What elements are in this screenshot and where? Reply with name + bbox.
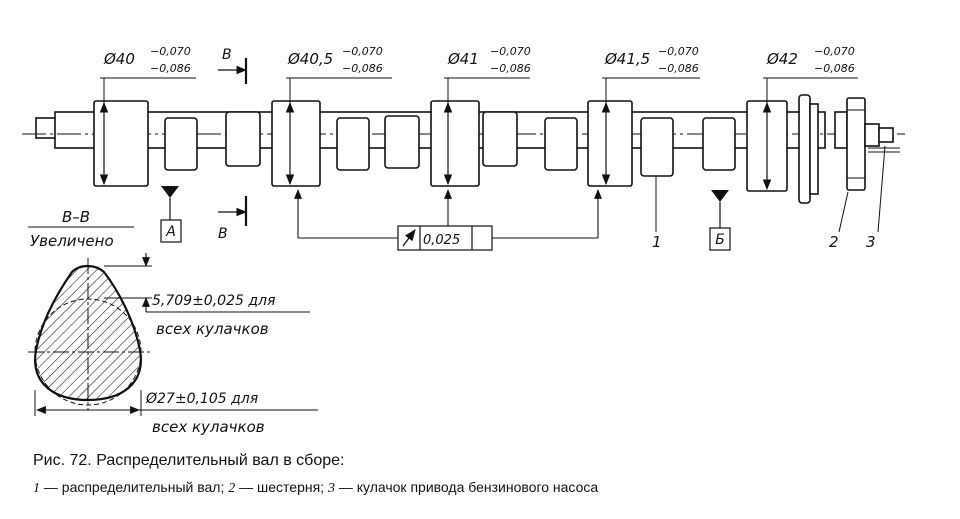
legend-text-2: — шестерня; bbox=[235, 479, 328, 495]
journal-2 bbox=[271, 100, 321, 187]
section-view: B–B Увеличено 5,709±0,025 для всех кулач… bbox=[28, 208, 318, 436]
callout-1: 1 bbox=[652, 233, 662, 251]
section-mark-top: B bbox=[222, 47, 232, 63]
legend-num-1: 1 bbox=[33, 481, 40, 496]
section-cut-markers: B B bbox=[218, 47, 248, 242]
section-subtitle: Увеличено bbox=[30, 232, 114, 250]
cam bbox=[225, 111, 261, 167]
cams bbox=[164, 111, 736, 177]
runout-tolerance: 0,025 bbox=[294, 189, 602, 251]
cam bbox=[640, 117, 674, 177]
callouts: 1 2 3 bbox=[652, 145, 886, 251]
rear-bolt bbox=[878, 127, 894, 143]
legend-text-1: — распределительный вал; bbox=[40, 479, 229, 495]
runout-value: 0,025 bbox=[423, 233, 460, 248]
legend-text-3: — кулачок привода бензинового насоса bbox=[334, 479, 599, 495]
rear-assembly bbox=[798, 94, 900, 204]
section-mark-bottom: B bbox=[218, 226, 228, 242]
gear-flange bbox=[846, 97, 866, 191]
cam bbox=[702, 117, 736, 171]
dim-tol-lower-3: −0,086 bbox=[490, 62, 531, 75]
journal-3 bbox=[430, 100, 480, 187]
gear-web bbox=[809, 103, 819, 195]
journal-4 bbox=[587, 100, 633, 187]
dim-diameter-4: Ø41,5 bbox=[604, 50, 650, 68]
datum-a-label: А bbox=[165, 224, 176, 240]
cam bbox=[336, 117, 370, 171]
cam bbox=[544, 117, 578, 171]
datum-b-label: Б bbox=[715, 232, 725, 248]
dim-tol-lower-4: −0,086 bbox=[658, 62, 699, 75]
legend-num-2: 2 bbox=[228, 481, 236, 496]
dim-tol-lower-5: −0,086 bbox=[814, 62, 855, 75]
base-note: всех кулачков bbox=[152, 418, 265, 436]
dim-tol-upper-2: −0,070 bbox=[342, 45, 383, 58]
dim-tol-lower-2: −0,086 bbox=[342, 62, 383, 75]
dim-tol-upper-3: −0,070 bbox=[490, 45, 531, 58]
figure-caption-legend: 1 — распределительный вал; 2 — шестерня;… bbox=[33, 479, 598, 497]
section-title: B–B bbox=[62, 208, 90, 226]
dim-diameter-1: Ø40 bbox=[103, 50, 135, 68]
lift-dimension: 5,709±0,025 для bbox=[152, 293, 275, 309]
legend-num-3: 3 bbox=[327, 481, 335, 496]
shaft-front-nose bbox=[35, 117, 57, 139]
figure-caption-title: Рис. 72. Распределительный вал в сборе: bbox=[33, 452, 345, 469]
cam bbox=[482, 111, 518, 167]
dim-diameter-5: Ø42 bbox=[766, 50, 798, 68]
dim-tol-upper-4: −0,070 bbox=[658, 45, 699, 58]
dim-tol-lower-1: −0,086 bbox=[150, 62, 191, 75]
dim-diameter-2: Ø40,5 bbox=[287, 50, 333, 68]
base-dimension: Ø27±0,105 для bbox=[145, 391, 258, 407]
gear-rim bbox=[798, 94, 811, 204]
callout-3: 3 bbox=[866, 233, 876, 251]
datum-a: А bbox=[160, 186, 182, 243]
runout-arrow-icon bbox=[402, 229, 416, 247]
diameter-dimensions: Ø40 −0,070 −0,086 Ø40,5 −0,070 −0,086 Ø4… bbox=[99, 45, 858, 191]
cam bbox=[384, 115, 420, 169]
dim-tol-upper-5: −0,070 bbox=[814, 45, 855, 58]
fuel-pump-cam bbox=[864, 123, 880, 147]
dim-tol-upper-1: −0,070 bbox=[150, 45, 191, 58]
lift-note: всех кулачков bbox=[156, 320, 269, 338]
journal-1 bbox=[93, 100, 149, 187]
cam bbox=[164, 117, 198, 171]
hub bbox=[834, 111, 848, 149]
dim-diameter-3: Ø41 bbox=[447, 50, 479, 68]
datum-b: Б bbox=[709, 190, 731, 251]
callout-2: 2 bbox=[829, 233, 839, 251]
